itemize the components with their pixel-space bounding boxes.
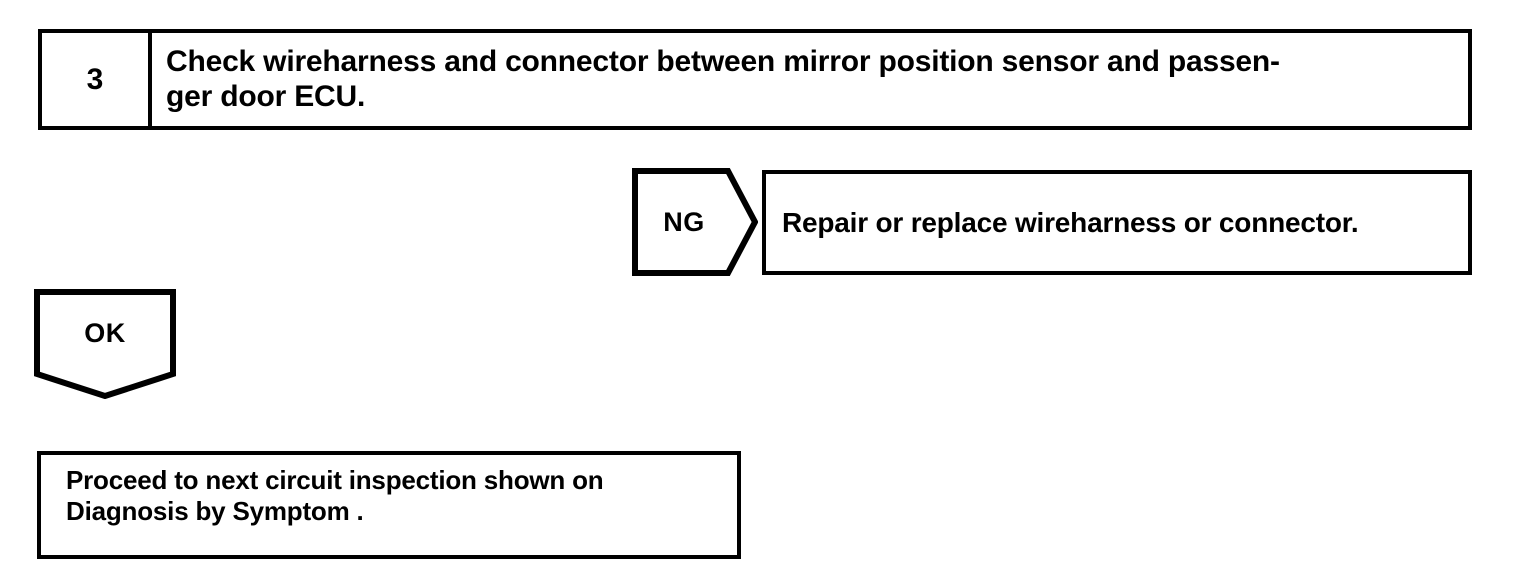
ng-result-text: Repair or replace wireharness or connect… xyxy=(782,206,1359,238)
step-number: 3 xyxy=(86,62,104,96)
step-row: 3 Check wireharness and connector betwee… xyxy=(38,29,1472,130)
step-number-cell: 3 xyxy=(42,33,152,126)
ok-branch-arrow: OK xyxy=(34,289,176,399)
ok-result-box: Proceed to next circuit inspection shown… xyxy=(37,451,741,559)
ng-arrow-icon xyxy=(632,168,758,276)
ok-branch-label: OK xyxy=(84,317,126,348)
ng-branch-arrow: NG xyxy=(632,168,758,276)
step-instruction-text: Check wireharness and connector between … xyxy=(166,45,1280,114)
ng-branch-label: NG xyxy=(663,206,705,237)
step-instruction-cell: Check wireharness and connector between … xyxy=(152,33,1468,126)
ok-arrow-icon xyxy=(34,289,176,399)
ng-result-box: Repair or replace wireharness or connect… xyxy=(762,170,1472,275)
ok-result-text: Proceed to next circuit inspection shown… xyxy=(66,465,604,527)
